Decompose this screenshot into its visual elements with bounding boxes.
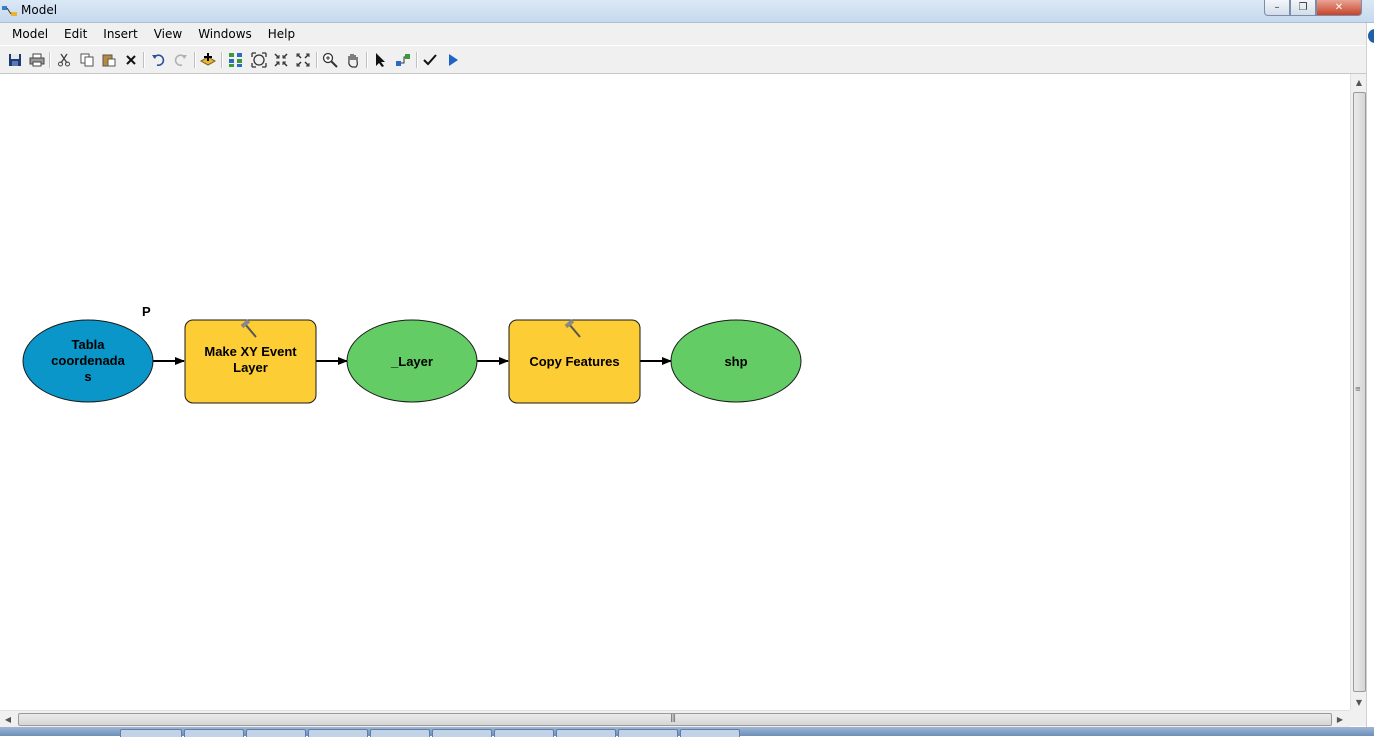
fixed-zoom-out-icon[interactable] [294,51,312,69]
model-canvas[interactable]: P Tabla coordenada s Make XY Event Layer… [0,74,1350,710]
select-icon[interactable] [371,51,389,69]
print-icon[interactable] [28,51,46,69]
derived-data-node-layer[interactable] [346,319,478,403]
input-data-label: Tabla coordenada s [51,337,125,384]
menu-edit[interactable]: Edit [64,27,88,41]
model-builder-icon [2,6,17,16]
add-data-icon[interactable] [199,51,217,69]
grip-icon: ||| [670,713,676,722]
menu-windows[interactable]: Windows [198,27,252,41]
undo-icon[interactable] [149,51,167,69]
close-button[interactable]: ✕ [1316,0,1362,16]
title-bar: Model – ❐ ✕ [0,0,1374,23]
derived-data-label: shp [724,354,748,369]
menu-model[interactable]: Model [12,27,49,41]
validate-icon[interactable] [421,51,439,69]
taskbar-item[interactable] [680,729,740,737]
vertical-scroll-thumb[interactable] [1353,92,1366,692]
tool-label: Make XY Event Layer [204,344,297,375]
cut-icon[interactable] [55,51,73,69]
taskbar-item[interactable] [184,729,244,737]
copy-icon[interactable] [78,51,96,69]
taskbar-item[interactable] [246,729,306,737]
menu-help[interactable]: Help [267,27,296,41]
run-icon[interactable] [444,51,462,69]
model-diagram [22,319,802,404]
taskbar [0,727,1374,737]
paste-icon[interactable] [100,51,118,69]
menu-bar: Model Edit Insert View Windows Help [0,23,1366,45]
scroll-corner [1350,710,1366,726]
redo-icon[interactable] [172,51,190,69]
hammer-icon [564,319,581,338]
taskbar-item[interactable] [494,729,554,737]
taskbar-item[interactable] [618,729,678,737]
scroll-down-icon[interactable]: ▼ [1355,697,1363,707]
parameter-marker: P [142,304,151,319]
grip-icon: ≡ [1355,385,1361,393]
zoom-in-icon[interactable] [321,51,339,69]
fixed-zoom-in-icon[interactable] [272,51,290,69]
toolbar [0,46,1366,74]
delete-icon[interactable] [122,51,140,69]
hammer-icon [240,319,257,338]
derived-data-node-shp[interactable] [670,319,802,403]
tool-node-make-xy-event-layer[interactable] [184,319,317,404]
full-extent-icon[interactable] [250,51,268,69]
taskbar-item[interactable] [556,729,616,737]
taskbar-item[interactable] [370,729,430,737]
taskbar-item[interactable] [432,729,492,737]
save-icon[interactable] [6,51,24,69]
scroll-left-icon[interactable]: ◀ [4,714,12,724]
background-window-edge [1366,23,1374,736]
restore-button[interactable]: ❐ [1290,0,1316,16]
connect-icon[interactable] [394,51,412,69]
restore-icon: ❐ [1298,2,1308,13]
auto-layout-icon[interactable] [227,51,245,69]
scroll-up-icon[interactable]: ▲ [1355,77,1363,87]
close-icon: ✕ [1334,2,1344,13]
input-data-node-tabla[interactable] [22,319,154,403]
window-title: Model [21,3,58,17]
horizontal-scroll-thumb[interactable] [18,713,1332,726]
horizontal-scrollbar[interactable]: ◀ ||| ▶ [0,710,1350,727]
vertical-scrollbar[interactable]: ▲ ≡ ▼ [1350,74,1367,710]
app-icon [1368,29,1374,43]
minimize-icon: – [1274,2,1280,13]
menu-view[interactable]: View [153,27,183,41]
menu-insert[interactable]: Insert [103,27,138,41]
minimize-button[interactable]: – [1264,0,1290,16]
taskbar-item[interactable] [120,729,182,737]
tool-node-copy-features[interactable] [508,319,641,404]
taskbar-item[interactable] [308,729,368,737]
tool-label: Copy Features [529,354,620,369]
pan-icon[interactable] [344,51,362,69]
scroll-right-icon[interactable]: ▶ [1336,714,1344,724]
derived-data-label: _Layer [391,354,433,369]
